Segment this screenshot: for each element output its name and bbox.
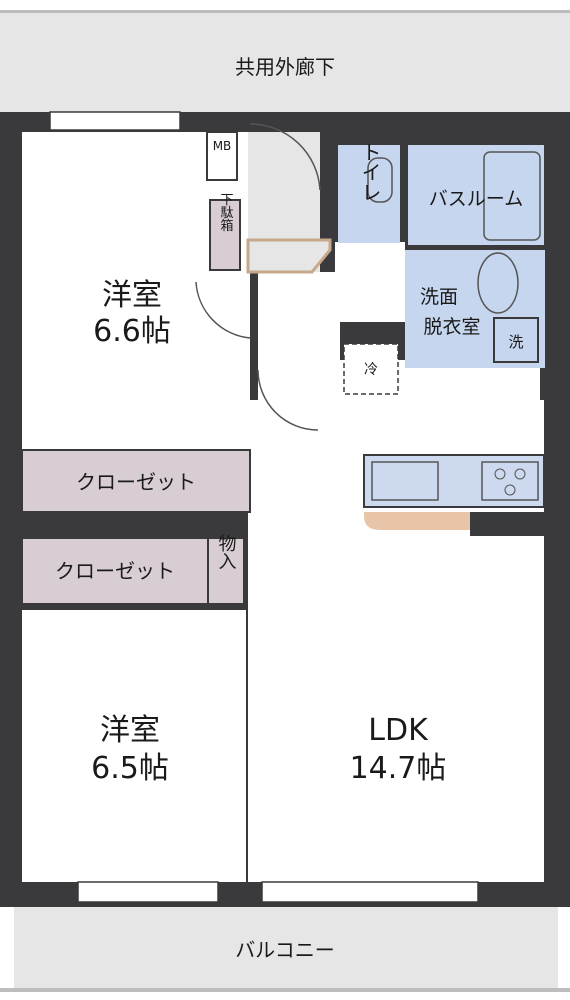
window — [49, 111, 181, 131]
washer-space — [493, 317, 539, 363]
toilet-seat — [367, 157, 393, 203]
entrance-step — [246, 238, 332, 274]
balcony-label: バルコニー — [235, 938, 335, 962]
door-swing — [249, 123, 321, 191]
window — [261, 881, 479, 903]
kitchen-sink — [371, 461, 439, 501]
door-swing — [195, 281, 251, 339]
kitchen-wall — [470, 512, 544, 536]
toilet-label: トイレ — [358, 142, 382, 202]
wash-basin — [477, 252, 519, 314]
closet-lower-label: クローゼット — [55, 559, 175, 583]
mb-label: MB — [213, 139, 232, 153]
bathroom — [408, 145, 544, 245]
door-swing — [257, 369, 319, 431]
mb-box — [206, 131, 238, 181]
fridge-label: 冷 — [364, 362, 378, 378]
shoe-box — [209, 199, 241, 271]
western-room-1 — [22, 132, 250, 450]
closet-lower — [21, 537, 209, 605]
washer-label: 洗 — [508, 333, 523, 351]
balcony-area — [14, 906, 558, 992]
toilet-hall — [335, 242, 405, 322]
washroom-label: 洗面 脱衣室 — [420, 286, 481, 338]
bathroom-label: バスルーム — [429, 188, 523, 210]
ldk-size: 14.7帖 — [350, 751, 447, 786]
balcony-rail — [0, 988, 570, 992]
shoe-box-label: 下駄箱 — [218, 193, 234, 232]
western-room-2-name: 洋室 — [100, 713, 160, 748]
washroom — [405, 250, 545, 368]
closet-upper-label: クローゼット — [76, 470, 196, 494]
burner-icon — [494, 468, 506, 480]
western-room-2-size: 6.5帖 — [91, 751, 169, 786]
burner-icon — [514, 468, 526, 480]
burner-icon — [504, 484, 516, 496]
western-room-1-size: 6.6帖 — [93, 314, 171, 349]
western-room-2 — [22, 610, 246, 882]
storage-box — [207, 537, 245, 605]
bathtub — [483, 151, 541, 241]
closet-upper — [21, 449, 251, 513]
corridor-rail — [0, 10, 570, 13]
corridor-label: 共用外廊下 — [235, 55, 335, 79]
storage-label: 物入 — [216, 534, 237, 570]
kitchen-counter — [363, 454, 545, 508]
stove — [481, 461, 539, 501]
western-room-1-name: 洋室 — [102, 278, 162, 313]
ldk-name: LDK — [368, 713, 429, 748]
fridge-space — [343, 343, 399, 395]
hallway — [258, 272, 340, 412]
counter-bench — [364, 512, 470, 530]
window — [77, 881, 219, 903]
corridor-area — [0, 12, 570, 112]
